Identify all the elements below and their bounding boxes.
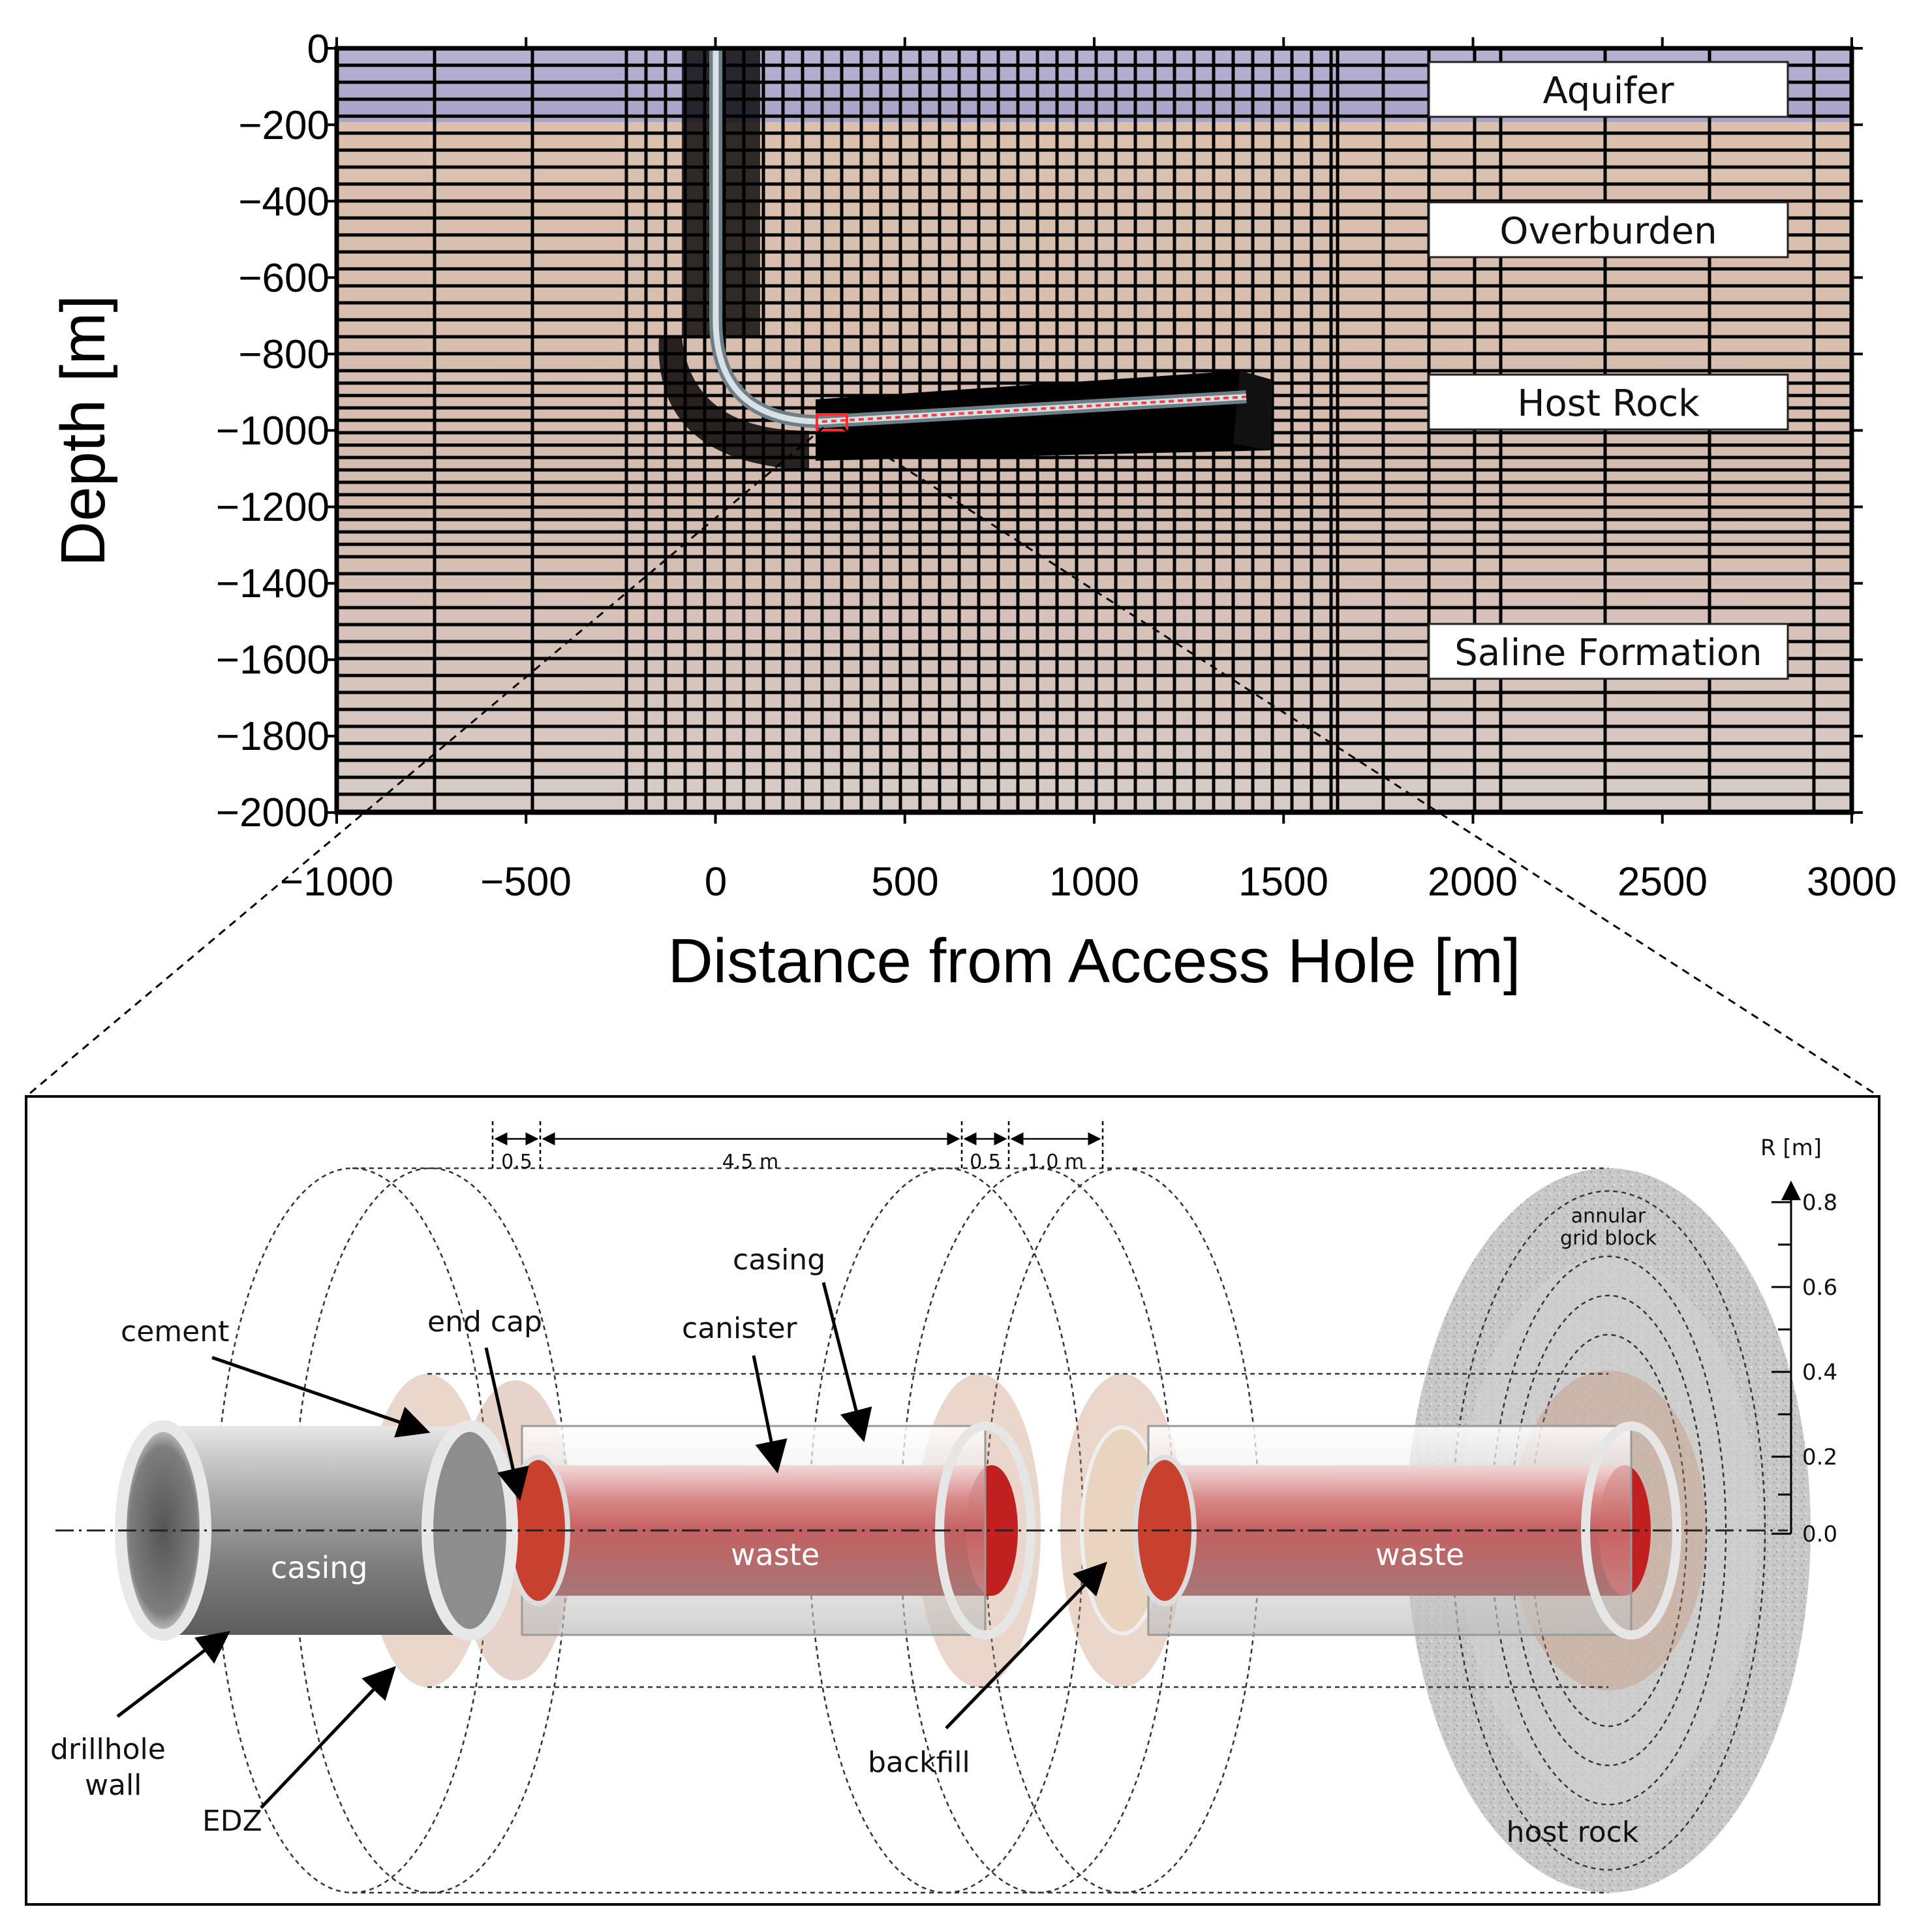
layer-label-overburden: Overburden: [1499, 210, 1717, 253]
label-casing-pipe: casing: [271, 1550, 368, 1585]
r-tick-label: 0.4: [1802, 1359, 1837, 1386]
y-tick-label: −800: [238, 332, 330, 377]
label-edz: EDZ: [202, 1805, 262, 1838]
label-drillhole-wall-2: wall: [85, 1769, 142, 1802]
label-host-rock: host rock: [1507, 1816, 1639, 1849]
label-end-cap: end cap: [427, 1305, 542, 1339]
y-tick-label: 0: [307, 27, 330, 72]
layer-label-aquifer: Aquifer: [1542, 70, 1674, 112]
label-backfill: backfill: [868, 1746, 970, 1779]
y-tick-label: −2000: [216, 790, 330, 835]
repository-section: [821, 396, 1247, 423]
dimension-canister: 4.5 m: [722, 1151, 778, 1173]
x-tick-label: −1000: [280, 860, 393, 905]
repository-detail: 0.5 4.5 m 0.5 1.0 m R [m] 0.8 0.6 0.4 0.…: [25, 1095, 1880, 1906]
leader-arrows: [116, 1282, 1107, 1809]
layer-label-host-rock: Host Rock: [1517, 382, 1700, 425]
x-tick-label: 1000: [1049, 860, 1139, 905]
label-canister: canister: [682, 1312, 798, 1345]
y-axis-title: Depth [m]: [48, 295, 118, 566]
r-axis-label: R [m]: [1760, 1135, 1822, 1161]
x-tick-label: 3000: [1807, 860, 1897, 905]
zoom-connector: [25, 426, 1880, 1098]
label-cement: cement: [121, 1315, 229, 1348]
wellbore-pipe-highlight: [713, 50, 1247, 425]
r-tick-label: 0.6: [1802, 1275, 1837, 1301]
x-axis-title: Distance from Access Hole [m]: [667, 926, 1520, 996]
layer-label-box: [1428, 201, 1789, 258]
mesh-plot: 0 −200 −400 −600 −800 −1000 −1200 −1400 …: [48, 27, 1897, 996]
radius-scale: [1771, 1181, 1801, 1535]
y-tick-label: −1600: [216, 638, 330, 683]
y-tick-label: −1800: [216, 714, 330, 759]
label-casing: casing: [733, 1243, 825, 1277]
label-annular: annular: [1571, 1205, 1646, 1228]
x-tick-label: 2500: [1618, 860, 1708, 905]
dimension-endcap-2: 0.5: [970, 1151, 1001, 1173]
detail-marker-box: [816, 413, 848, 431]
dimension-backfill: 1.0 m: [1028, 1151, 1084, 1173]
dimension-endcap: 0.5: [501, 1151, 532, 1173]
x-tick-label: 1500: [1238, 860, 1328, 905]
dimension-lines: [491, 1121, 1104, 1171]
y-tick-label: −200: [238, 103, 330, 148]
label-drillhole-wall-1: drillhole: [50, 1733, 166, 1766]
y-tick-marks: [326, 47, 1863, 814]
x-tick-label: 0: [705, 860, 727, 905]
layer-label-box: [1428, 373, 1789, 431]
y-tick-label: −1200: [216, 485, 330, 530]
y-tick-label: −400: [238, 179, 330, 225]
x-tick-label: −500: [480, 860, 572, 905]
label-grid-block: grid block: [1560, 1227, 1657, 1250]
x-tick-label: 500: [871, 860, 938, 905]
layer-label-box: [1428, 61, 1789, 118]
label-waste-1: waste: [731, 1537, 820, 1572]
y-tick-label: −1000: [216, 409, 330, 454]
label-waste-2: waste: [1375, 1537, 1464, 1572]
r-tick-label: 0.8: [1802, 1190, 1837, 1216]
layer-label-saline-formation: Saline Formation: [1454, 632, 1762, 674]
r-tick-label: 0.2: [1802, 1444, 1837, 1470]
y-tick-label: −600: [238, 256, 330, 301]
r-tick-label: 0.0: [1802, 1521, 1837, 1547]
x-tick-marks: [335, 37, 1853, 824]
y-tick-label: −1400: [216, 561, 330, 606]
x-tick-label: 2000: [1428, 860, 1518, 905]
layer-label-box: [1428, 623, 1789, 680]
